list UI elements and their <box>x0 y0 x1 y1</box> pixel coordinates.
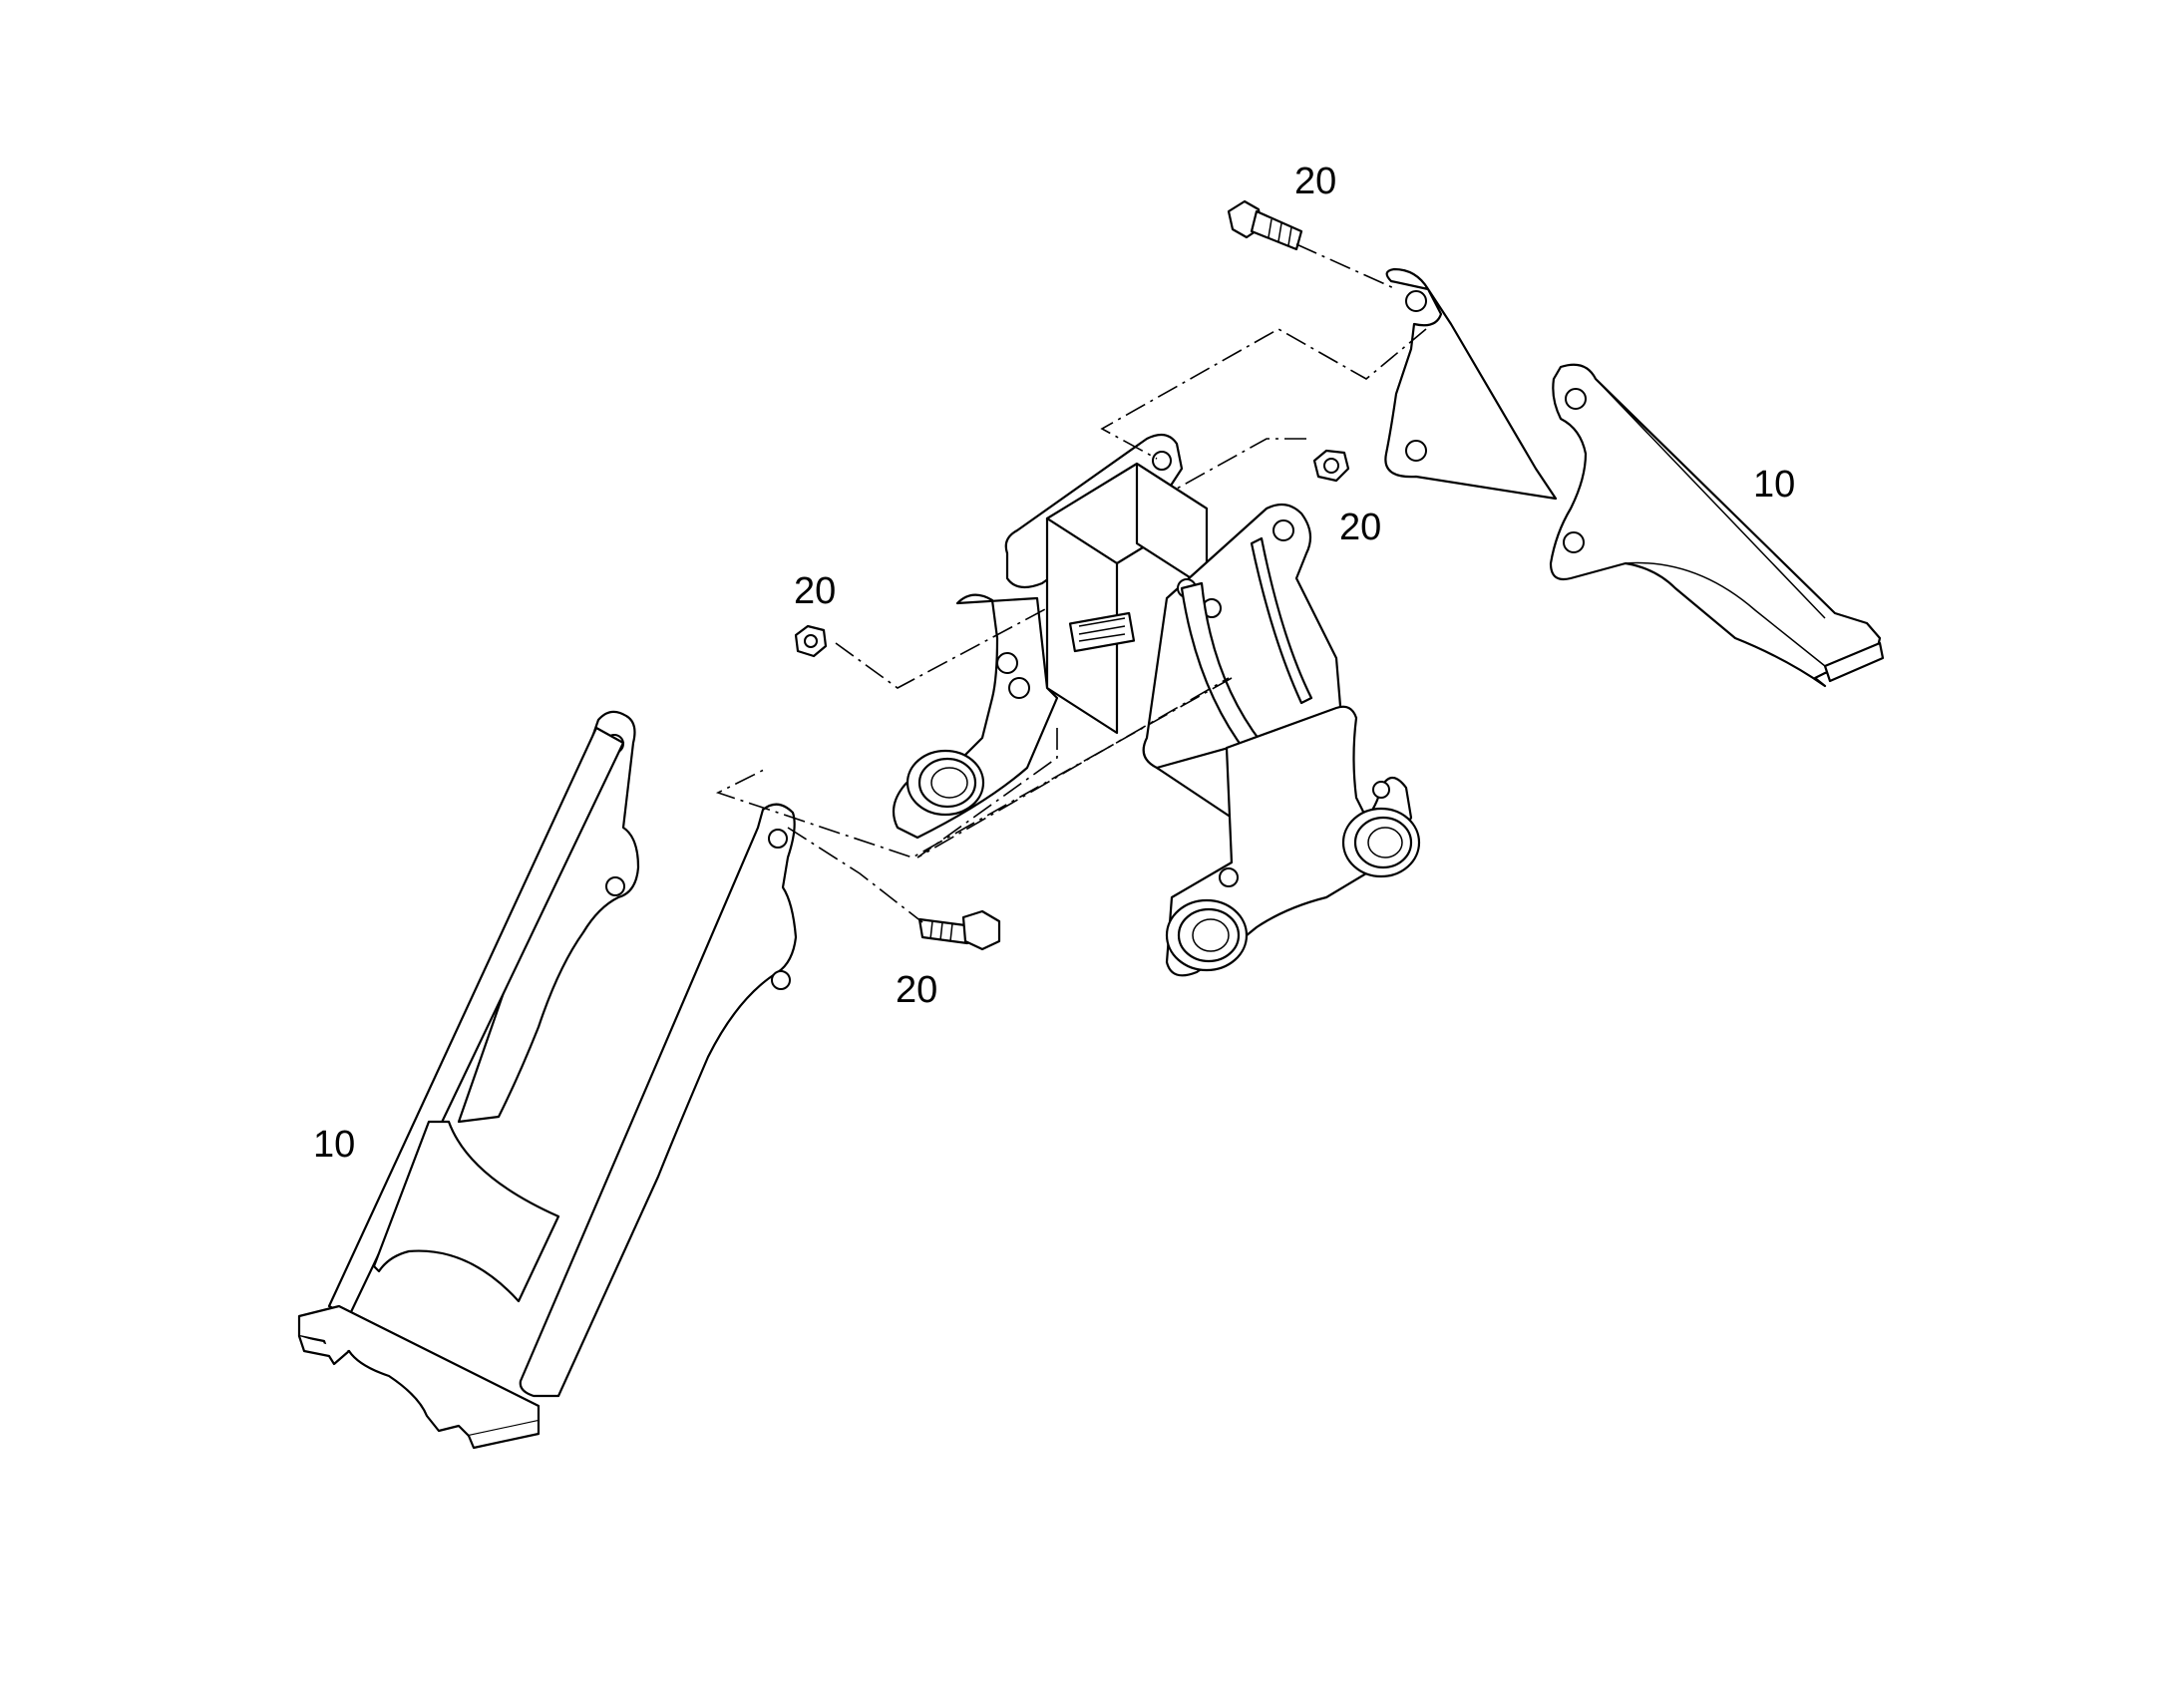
bolt-bottom <box>917 909 1001 951</box>
callout-nut-left: 20 <box>794 570 836 612</box>
nut-right <box>1312 449 1350 483</box>
callout-bracket-left: 10 <box>313 1124 355 1166</box>
leader-lines <box>715 243 1427 923</box>
bolt-top <box>1227 199 1303 251</box>
callout-bolt-bottom: 20 <box>896 969 937 1011</box>
callout-bolt-top: 20 <box>1294 161 1336 202</box>
bracket-left <box>297 710 798 1450</box>
center-yoke <box>892 433 1421 977</box>
callout-bracket-right: 10 <box>1753 464 1795 506</box>
bracket-right <box>1384 267 1885 688</box>
callout-nut-right: 20 <box>1339 507 1381 548</box>
nut-left <box>794 624 828 658</box>
